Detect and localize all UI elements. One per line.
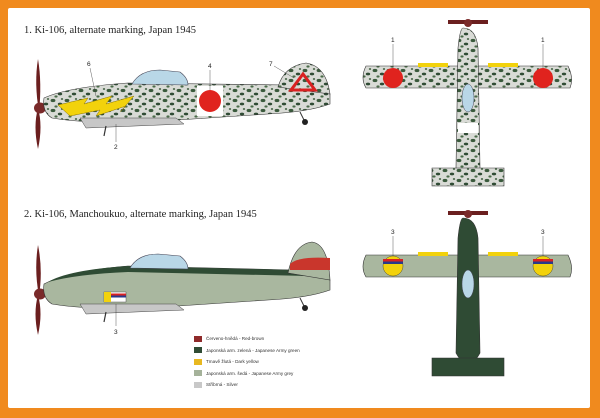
legend-swatch bbox=[194, 370, 202, 377]
vertical-tail bbox=[277, 62, 331, 95]
flag-yellow bbox=[104, 292, 111, 302]
tailplane-top-2 bbox=[431, 357, 505, 377]
profile-2-caption: 2. Ki-106, Manchoukuo, alternate marking… bbox=[24, 209, 257, 220]
callout-6: 6 bbox=[87, 61, 91, 68]
fuselage-camo bbox=[43, 82, 331, 123]
callout-4: 4 bbox=[208, 63, 212, 70]
canopy bbox=[131, 69, 189, 86]
callout-7: 7 bbox=[269, 61, 273, 68]
legend-swatch bbox=[194, 335, 202, 342]
tail-wheel bbox=[302, 119, 308, 125]
ki106-side-view-2: 3 bbox=[34, 241, 331, 336]
spinner bbox=[34, 102, 46, 114]
main-gear-strut-2 bbox=[103, 311, 107, 323]
legend-label: Červeno-hnědá - Red-brown bbox=[206, 336, 265, 341]
callout-2: 2 bbox=[114, 144, 118, 151]
tail-marking bbox=[288, 71, 318, 92]
legend-label: Stříbrná - Silver bbox=[206, 382, 238, 388]
tailplane-top bbox=[431, 167, 505, 187]
tail-red-band bbox=[290, 257, 330, 270]
propeller-blade-bottom-2 bbox=[35, 295, 41, 335]
legend-swatch bbox=[194, 347, 202, 354]
canopy-2 bbox=[129, 253, 189, 270]
leading-edge-left-2 bbox=[418, 252, 448, 256]
callout-3-top-right: 3 bbox=[541, 229, 545, 236]
legend-label: Japonská arm. šedá - Japanese Army grey bbox=[206, 370, 294, 376]
propeller-blade-top bbox=[36, 59, 41, 112]
flag-blue-stripe bbox=[111, 295, 126, 298]
wing-side bbox=[79, 117, 185, 129]
legend-label: Tmavě žlutá - Dark yellow bbox=[206, 359, 259, 365]
callout-1-left: 1 bbox=[391, 37, 395, 44]
fuselage-green-top bbox=[48, 266, 326, 282]
wing-side-2 bbox=[79, 303, 185, 315]
main-gear-strut bbox=[103, 125, 107, 137]
leading-edge-right bbox=[488, 63, 518, 67]
flag-red-stripe bbox=[111, 293, 126, 296]
leading-edge-right-2 bbox=[488, 252, 518, 256]
top-white-band bbox=[458, 123, 478, 133]
callout-1-right: 1 bbox=[541, 37, 545, 44]
wing-hinomaru-right bbox=[533, 68, 553, 88]
canopy-top bbox=[461, 83, 475, 113]
tail-wheel-strut bbox=[299, 111, 305, 121]
spinner-top bbox=[464, 19, 472, 27]
spinner-top-2 bbox=[464, 210, 472, 218]
profile-sheet: 1. Ki-106, alternate marking, Japan 1945… bbox=[8, 8, 590, 408]
ki106-side-view-1: 6 4 7 2 bbox=[34, 59, 331, 151]
canopy-top-2 bbox=[461, 269, 475, 299]
callout-3-top-left: 3 bbox=[391, 229, 395, 236]
propeller-blade-top-2 bbox=[36, 245, 41, 296]
profile-1-caption: 1. Ki-106, alternate marking, Japan 1945 bbox=[24, 25, 197, 36]
tail-wheel-2 bbox=[302, 305, 308, 311]
aircraft-illustrations: 6 4 7 2 bbox=[34, 19, 572, 377]
spinner-2 bbox=[34, 288, 46, 300]
lightning-bolt bbox=[57, 95, 135, 117]
ki106-top-view-1: 1 1 bbox=[362, 19, 572, 187]
legend-swatch bbox=[194, 358, 202, 365]
legend-swatch bbox=[194, 381, 202, 388]
wing-hinomaru-left bbox=[383, 68, 403, 88]
tail-wheel-strut-2 bbox=[299, 297, 305, 307]
legend-label: Japonská arm. zelená - Japanese Army gre… bbox=[206, 347, 300, 353]
fuselage-hinomaru bbox=[199, 90, 221, 112]
leading-edge-left bbox=[418, 63, 448, 67]
ki106-top-view-2: 3 3 bbox=[362, 210, 572, 377]
callout-3-side: 3 bbox=[114, 329, 118, 336]
propeller-blade-bottom bbox=[35, 108, 41, 149]
